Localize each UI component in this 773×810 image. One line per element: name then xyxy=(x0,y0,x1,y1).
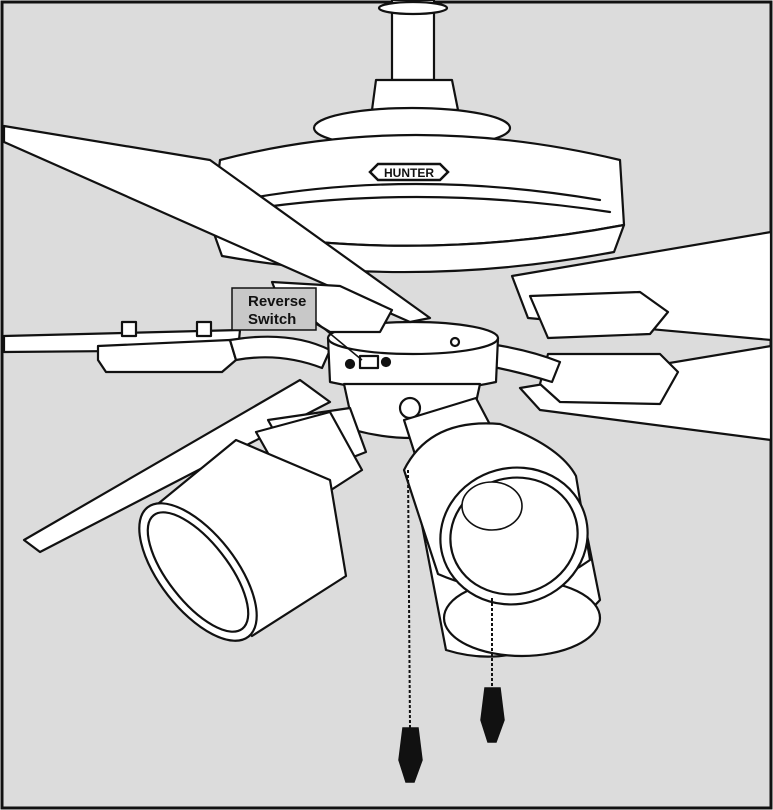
callout-box xyxy=(231,287,317,331)
hunter-badge-frame xyxy=(368,162,450,182)
blade-iron-back-left xyxy=(96,338,238,374)
blade-screw xyxy=(195,320,213,338)
reverse-switch xyxy=(358,354,380,370)
pull-chain-left[interactable] xyxy=(407,469,411,729)
blade-arm-right xyxy=(486,342,562,384)
motor-housing-ring xyxy=(238,182,602,202)
downrod-cap xyxy=(377,0,449,16)
lamp-shade-left-rim xyxy=(138,502,258,642)
callout-line2: Switch xyxy=(248,311,296,328)
housing-screw xyxy=(449,336,461,348)
light-bulb xyxy=(461,481,523,531)
blade-iron-right-lower xyxy=(538,352,680,406)
housing-screw xyxy=(344,358,356,370)
callout-leader xyxy=(315,321,363,361)
hunter-badge: HUNTER xyxy=(368,162,450,182)
pull-chain-fob-right[interactable] xyxy=(480,687,505,743)
pull-chain-fob-left[interactable] xyxy=(398,727,423,783)
blade-screw xyxy=(120,320,138,338)
motor-housing-ring xyxy=(230,195,612,214)
motor-collar xyxy=(370,78,460,112)
callout-line1: Reverse xyxy=(248,293,306,310)
blade-arm-back-left xyxy=(228,335,332,370)
blade-iron-right-upper xyxy=(528,290,670,340)
fan-blade-bottom-left xyxy=(22,378,332,554)
housing-screw xyxy=(380,356,392,368)
hunter-badge-text: HUNTER xyxy=(384,166,434,180)
reverse-switch-callout: Reverse Switch xyxy=(231,287,363,361)
lamp-shade-left-rim-inner xyxy=(146,511,250,633)
fan-blade-top-left xyxy=(2,124,432,324)
